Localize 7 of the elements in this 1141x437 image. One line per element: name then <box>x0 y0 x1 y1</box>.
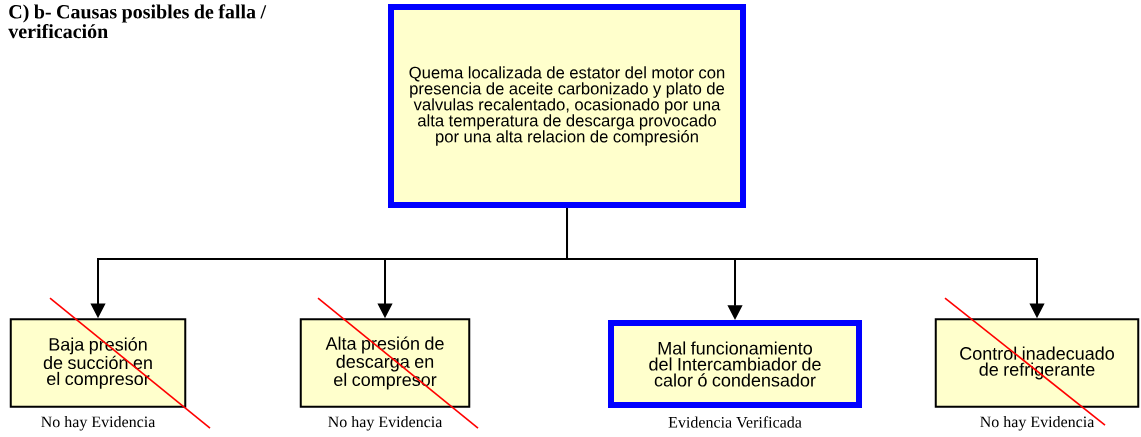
evidence-note: No hay Evidencia <box>980 416 1095 431</box>
highlighted-box: Mal funcionamiento del Intercambiador de calor ó condensador <box>608 320 862 408</box>
evidence-note: No hay Evidencia <box>41 416 156 431</box>
highlighted-box: Quema localizada de estator del motor con presencia de aceite carbonizado y plato de valvulas recalentado, ocasionado por una alta temperatura de descarga provocado por una alta relacion de compresión <box>388 4 746 208</box>
evidence-note: Evidencia Verificada <box>668 416 802 428</box>
evidence-note: No hay Evidencia <box>328 416 443 431</box>
title-text: C) b- Causas posibles de falla / verificación <box>8 4 267 39</box>
